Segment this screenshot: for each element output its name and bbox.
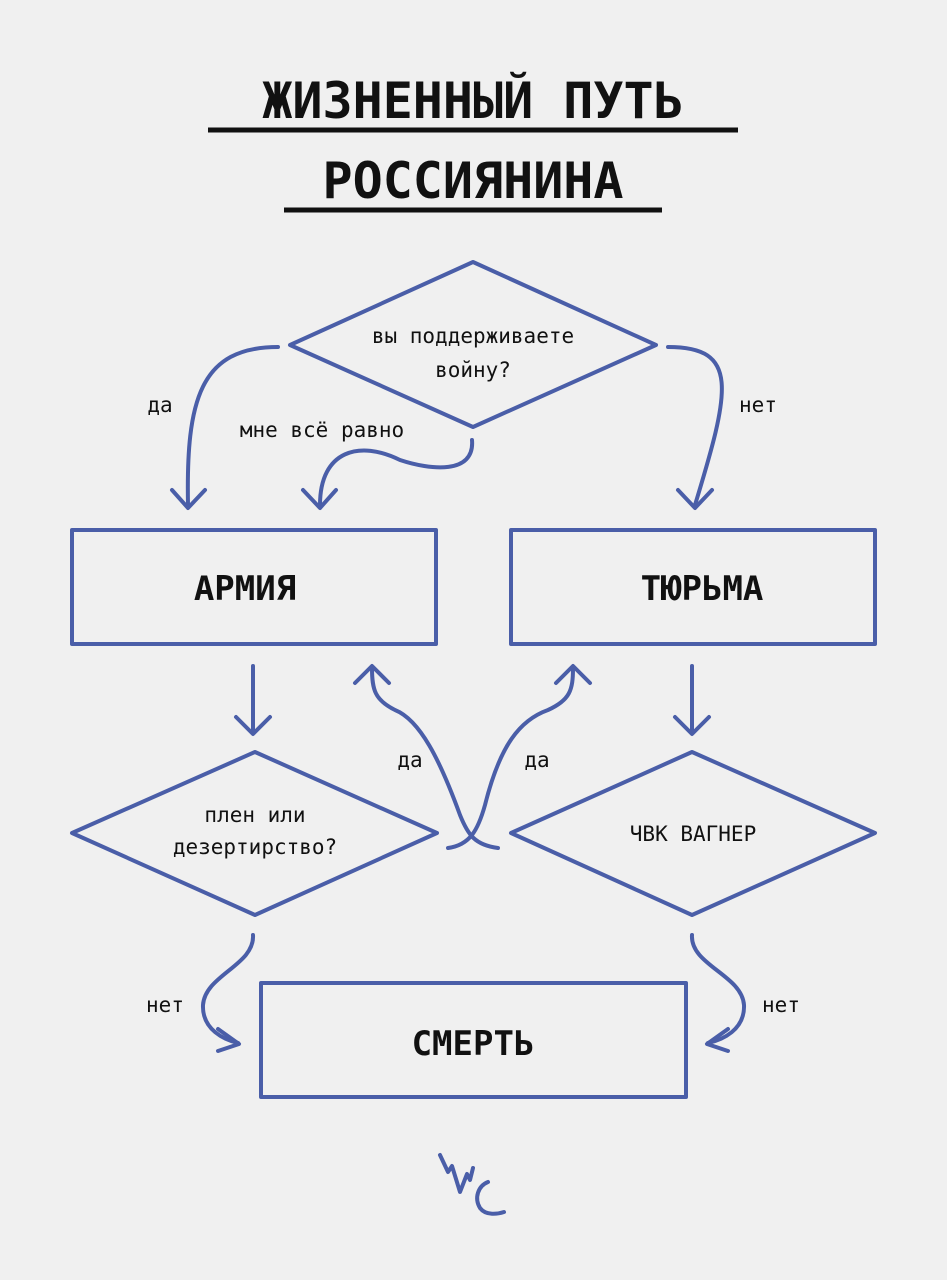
- title-line-1: ЖИЗНЕННЫЙ ПУТЬ: [262, 71, 683, 130]
- edge-label-captivity-yes: да: [524, 748, 549, 772]
- edge-captivity-no-to-death: нет: [146, 933, 256, 1053]
- box-prison: ТЮРЬМА: [509, 528, 877, 646]
- decision-support-war: вы поддерживаете войну?: [288, 260, 658, 429]
- decision-wagner: ЧВК ВАГНЕР: [509, 750, 877, 917]
- decision-captivity-line-2: дезертирство?: [173, 835, 337, 859]
- edge-captivity-yes-to-prison: да: [446, 664, 592, 850]
- box-death: СМЕРТЬ: [259, 981, 688, 1099]
- title: ЖИЗНЕННЫЙ ПУТЬ РОССИЯНИНА: [208, 71, 738, 213]
- box-army: АРМИЯ: [70, 528, 438, 646]
- edge-dontcare-to-army: мне всё равно: [240, 418, 475, 510]
- edge-label-yes: да: [147, 393, 172, 417]
- box-army-label: АРМИЯ: [194, 569, 296, 609]
- edge-no-to-prison: нет: [666, 345, 777, 510]
- logo-icon: [438, 1153, 506, 1216]
- edge-label-dont-care: мне всё равно: [240, 418, 404, 442]
- edge-yes-to-army: да: [147, 345, 280, 510]
- arrow-prison-to-wagner: [673, 664, 711, 736]
- decision-support-war-line-1: вы поддерживаете: [372, 324, 574, 348]
- box-death-label: СМЕРТЬ: [412, 1024, 535, 1064]
- decision-captivity: плен или дезертирство?: [70, 750, 439, 917]
- decision-support-war-line-2: войну?: [435, 358, 511, 382]
- decision-captivity-line-1: плен или: [204, 803, 305, 827]
- arrow-army-to-captivity: [234, 664, 272, 736]
- title-line-2: РОССИЯНИНА: [322, 152, 623, 210]
- edge-wagner-no-to-death: нет: [689, 933, 800, 1053]
- edge-label-wagner-no: нет: [762, 993, 800, 1017]
- box-prison-label: ТЮРЬМА: [641, 569, 764, 609]
- edge-wagner-yes-to-army: да: [353, 664, 500, 850]
- decision-wagner-label: ЧВК ВАГНЕР: [630, 822, 756, 846]
- edge-label-no: нет: [739, 393, 777, 417]
- edge-label-wagner-yes: да: [397, 748, 422, 772]
- edge-label-captivity-no: нет: [146, 993, 184, 1017]
